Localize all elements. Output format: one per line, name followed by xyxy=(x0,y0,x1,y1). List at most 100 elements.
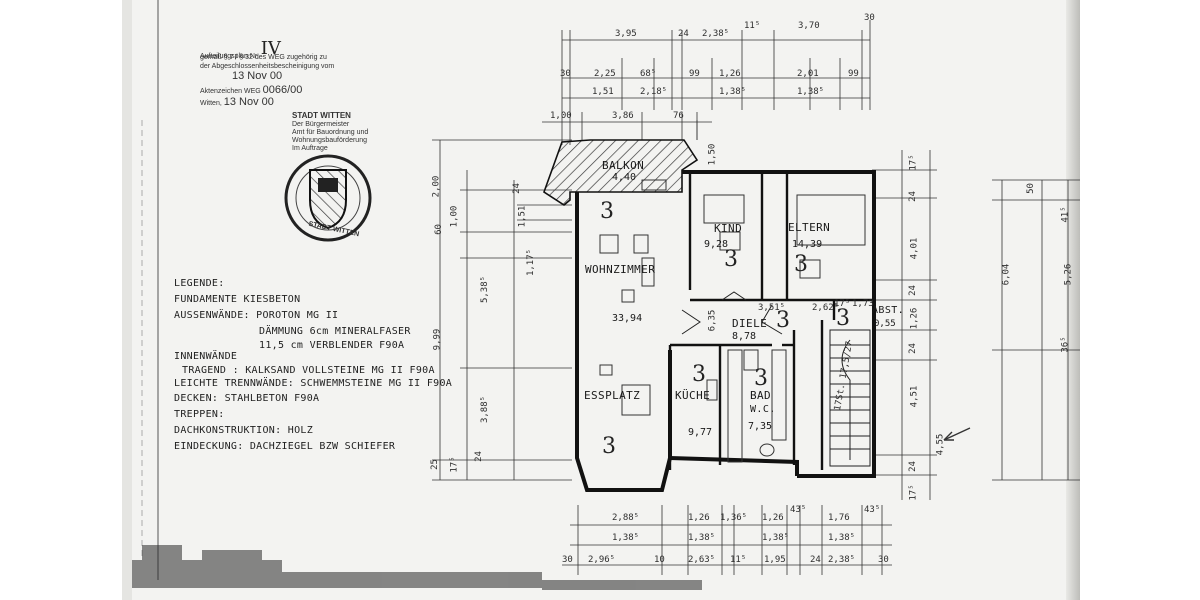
dim-label: 6,35 xyxy=(707,309,718,332)
dim-label: 1,17⁵ xyxy=(526,248,537,277)
top-dimension-lines xyxy=(542,20,871,145)
unit-marker: 3 xyxy=(754,366,768,391)
stamp-line1: Aufteilungsplan Nr. IV xyxy=(200,40,281,62)
stamp-witten-date: Witten, 13 Nov 00 xyxy=(200,97,274,108)
room-area-abst: 0,55 xyxy=(874,319,896,329)
dim-label: 2,01 xyxy=(797,69,819,79)
dim-label: 17⁵ xyxy=(908,154,919,171)
dim-label: 1,50 xyxy=(707,143,718,166)
legend-row: EINDECKUNG: DACHZIEGEL BZW SCHIEFER xyxy=(174,441,396,452)
dim-label: 30 xyxy=(864,13,875,23)
stamp-office-line4: Im Auftrage xyxy=(292,145,328,152)
legend-row: TRAGEND : KALKSAND VOLLSTEINE MG II F90A xyxy=(182,365,435,376)
dim-label: 11⁵ xyxy=(744,21,761,31)
unit-marker: 3 xyxy=(794,252,808,277)
dim-label: 3,70 xyxy=(798,21,820,31)
pencil-arrow-head xyxy=(943,431,954,441)
scan-edge-left xyxy=(122,0,132,600)
stamp-plan-label: Aufteilungsplan Nr. xyxy=(200,53,259,60)
dim-label: 3,51⁵ xyxy=(758,303,786,313)
room-label-abst: ABST. xyxy=(872,305,905,316)
legend-row: DACHKONSTRUKTION: HOLZ xyxy=(174,425,314,436)
legend-row: LEICHTE TRENNWÄNDE: SCHWEMMSTEINE MG II … xyxy=(174,378,453,389)
dim-label: 1,38⁵ xyxy=(719,87,747,97)
room-label-eltern: ELTERN xyxy=(788,221,831,234)
dim-label: 1,38⁵ xyxy=(612,533,640,543)
legend-row: DECKEN: STAHLBETON F90A xyxy=(174,393,320,404)
room-area-balkon: 4,40 xyxy=(612,172,637,183)
dim-label: 2,96⁵ xyxy=(588,555,616,565)
room-label-wc: W.C. xyxy=(750,404,776,415)
room-label-kind: KIND xyxy=(714,222,743,235)
dim-label: 1,38⁵ xyxy=(688,533,716,543)
dim-label: 36⁵ xyxy=(1060,336,1071,353)
dim-label: 2,63⁵ xyxy=(688,555,716,565)
unit-marker: 3 xyxy=(776,308,790,333)
dim-label: 99 xyxy=(689,69,700,79)
dim-label: 2,25 xyxy=(594,69,616,79)
legend-title: LEGENDE: xyxy=(174,278,225,289)
interior-walls xyxy=(668,172,874,470)
dim-label: 1,00 xyxy=(550,111,572,121)
dim-label: 4,51 xyxy=(909,385,920,408)
exterior-walls xyxy=(575,170,876,492)
dim-label: 25 xyxy=(429,459,440,470)
balcony-area xyxy=(543,139,699,206)
dim-label: 30 xyxy=(562,555,573,565)
legend-row: INNENWÄNDE xyxy=(174,351,238,362)
stamp-aktenzeichen-label: Aktenzeichen WEG xyxy=(200,88,261,95)
dim-label: 24 xyxy=(907,343,918,354)
stamp-office-line2: Amt für Bauordnung und xyxy=(292,129,369,136)
dim-label: 4,55 xyxy=(935,433,946,456)
dim-label: 24 xyxy=(678,29,689,39)
dim-label: 43⁵ xyxy=(864,505,881,515)
stamp-office-title: STADT WITTEN xyxy=(292,111,351,120)
stamp-date-2: 13 Nov 00 xyxy=(223,96,274,108)
unit-marker: 3 xyxy=(602,434,616,459)
city-seal xyxy=(284,154,372,242)
unit-marker: 3 xyxy=(692,362,706,387)
dim-label: 3,88⁵ xyxy=(480,395,491,424)
dim-label: 2,88⁵ xyxy=(612,513,640,523)
stamp-line2: gemäß § 7 / § 32 des WEG zugehörig zu xyxy=(200,54,327,61)
room-label-balkon: BALKON xyxy=(602,159,645,172)
dim-label: 2,62⁵ xyxy=(812,303,840,313)
scanned-floor-plan-sheet: Aufteilungsplan Nr. IV gemäß § 7 / § 32 … xyxy=(122,0,1080,600)
dim-label: 2,00 xyxy=(431,175,442,198)
stamp-line3: der Abgeschlossenheitsbescheinigung vom xyxy=(200,63,335,70)
dim-label: 1,26 xyxy=(719,69,741,79)
dim-label: 43⁵ xyxy=(790,505,807,515)
room-label-diele: DIELE xyxy=(732,317,768,330)
dim-label: 50 xyxy=(1025,183,1036,194)
dim-label: 1,73 xyxy=(852,299,874,309)
dim-label: 1,26 xyxy=(688,513,710,523)
dim-label: 30 xyxy=(878,555,889,565)
dim-label: 1,26 xyxy=(909,307,920,330)
unit-marker: 3 xyxy=(600,199,614,224)
dim-label: 24 xyxy=(907,461,918,472)
unit-marker: 3 xyxy=(724,247,738,272)
stamp-aktenzeichen-value: 0066/00 xyxy=(262,84,303,96)
dim-label: 30 xyxy=(560,69,571,79)
legend-row: FUNDAMENTE KIESBETON xyxy=(174,294,301,305)
dim-label: 1,38⁵ xyxy=(828,533,856,543)
stamp-witten-label: Witten, xyxy=(200,100,222,107)
room-area-kind: 9,28 xyxy=(704,239,729,250)
dim-label: 1,95 xyxy=(764,555,786,565)
dim-label: 1,38⁵ xyxy=(797,87,825,97)
dim-label: 3,95 xyxy=(615,29,637,39)
dim-label: 60 xyxy=(433,224,444,235)
dim-label: 17⁵ xyxy=(908,484,919,501)
legend-row: DÄMMUNG 6cm MINERALFASER xyxy=(259,326,411,337)
room-area-diele: 8,78 xyxy=(732,331,757,342)
pencil-arrow xyxy=(943,427,971,441)
right-dimension-lines xyxy=(872,150,1080,500)
dim-label: 1,76 xyxy=(828,513,850,523)
dim-label: 5,26 xyxy=(1063,263,1074,286)
dim-label: 99 xyxy=(848,69,859,79)
dim-label: 10 xyxy=(654,555,665,565)
unit-marker: 3 xyxy=(836,306,850,331)
dim-label: 17⁵ xyxy=(834,299,851,309)
dim-label: 5,38⁵ xyxy=(480,275,491,304)
dim-label: 2,38⁵ xyxy=(702,29,730,39)
